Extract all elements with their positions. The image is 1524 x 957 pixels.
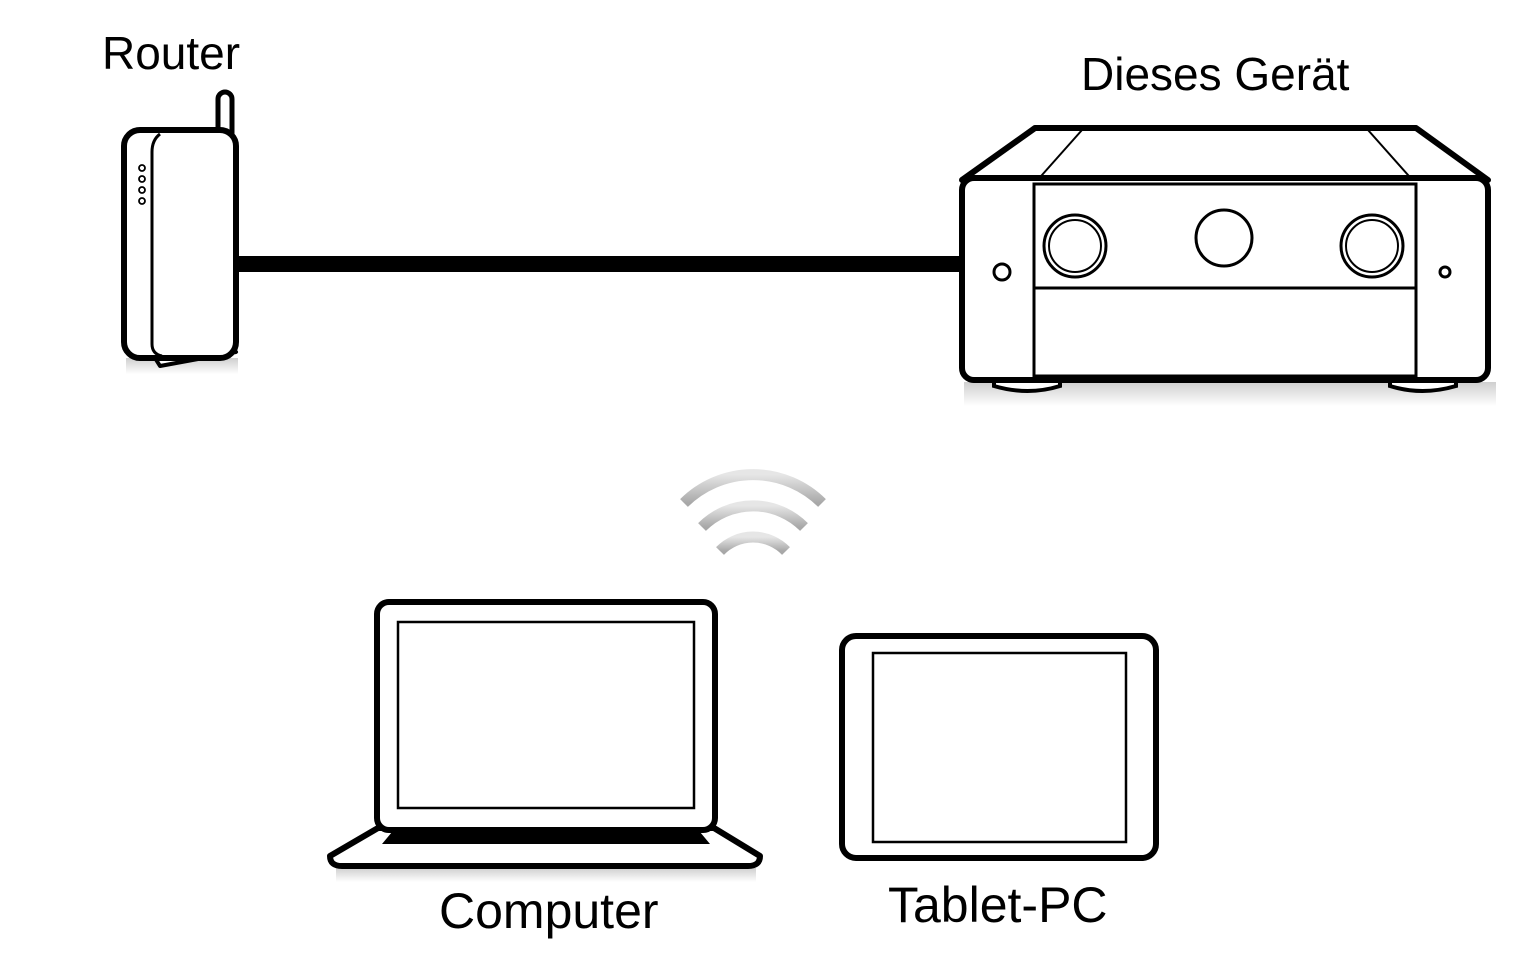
computer-label: Computer bbox=[439, 883, 659, 939]
device-label: Dieses Gerät bbox=[1081, 48, 1350, 100]
router-icon bbox=[121, 89, 239, 374]
av-receiver-icon bbox=[959, 125, 1496, 406]
laptop-icon bbox=[327, 599, 763, 882]
tablet-icon bbox=[839, 633, 1159, 861]
wifi-icon bbox=[680, 469, 826, 556]
router-label: Router bbox=[102, 27, 241, 79]
ethernet-cable bbox=[236, 256, 962, 272]
tablet-label: Tablet-PC bbox=[888, 877, 1108, 933]
